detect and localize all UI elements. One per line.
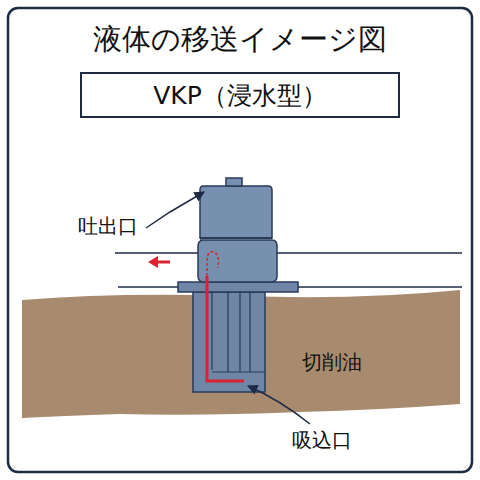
model-box: VKP（浸水型） (80, 72, 400, 118)
motor-cap (226, 178, 242, 186)
motor-joint (200, 237, 272, 239)
pump-casing (198, 240, 277, 282)
outer-frame (8, 8, 472, 472)
diagram-title: 液体の移送イメージ図 (93, 22, 387, 57)
ground (22, 290, 460, 418)
flow-path (207, 276, 244, 381)
flow-arrow (156, 261, 170, 264)
flow-arrowhead (148, 256, 158, 268)
part-label: 吸込口 (292, 428, 352, 452)
liquid-label: 切削油 (302, 350, 362, 374)
model-label: VKP（浸水型） (153, 79, 327, 112)
column-pipe (227, 292, 228, 372)
leader-line (146, 192, 204, 228)
column-pipe (249, 292, 250, 372)
flow-path-hidden (207, 252, 219, 276)
pump-column (193, 292, 265, 392)
column-pipe (211, 292, 212, 370)
column-pipe (212, 371, 265, 372)
pump-motor (200, 186, 272, 238)
pipe-line (115, 252, 462, 254)
leader-line (248, 386, 310, 424)
column-pipe (239, 292, 240, 372)
part-label: 吐出口 (78, 214, 138, 238)
pump-flange (178, 282, 298, 292)
